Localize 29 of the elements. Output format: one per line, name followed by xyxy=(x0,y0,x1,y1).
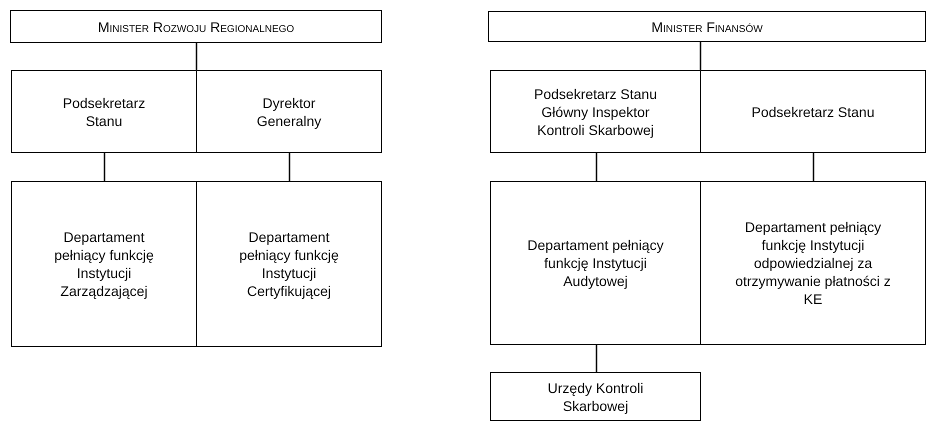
org-box xyxy=(10,10,382,43)
org-box xyxy=(11,181,197,347)
unit-name: Minister Rozwoju Regionalnego xyxy=(98,18,294,36)
unit-name: Departament pełniący funkcję Instytucji Zarządzającej xyxy=(53,228,155,300)
connector-line xyxy=(104,153,106,181)
connector-line xyxy=(596,345,598,372)
connector-line xyxy=(288,153,290,181)
unit-name: Urzędy Kontroli Skarbowej xyxy=(546,378,644,414)
org-box xyxy=(490,181,701,345)
unit-name: Podsekretarz Stanu xyxy=(62,94,146,130)
org-box xyxy=(700,181,926,345)
org-box xyxy=(488,11,926,42)
connector-line xyxy=(700,42,702,70)
connector-line xyxy=(596,153,598,181)
connector-line xyxy=(196,43,198,70)
org-box xyxy=(196,70,382,153)
org-box xyxy=(490,70,701,153)
unit-name: Dyrektor Generalny xyxy=(256,94,322,130)
unit-name: Departament pełniący funkcję Instytucji Certyfikującej xyxy=(238,228,340,300)
org-box xyxy=(11,70,197,153)
unit-name: Departament pełniący funkcję Instytucji odpowiedzialnej za otrzymywanie płatności z KE xyxy=(734,218,892,308)
org-box xyxy=(700,70,926,153)
connector-line xyxy=(812,153,814,181)
unit-name: Podsekretarz Stanu xyxy=(752,102,874,120)
unit-name: Podsekretarz Stanu Główny Inspektor Kontroli Skarbowej xyxy=(533,84,658,138)
unit-name: Minister Finansów xyxy=(651,18,763,36)
unit-name: Departament pełniący funkcję Instytucji Audytowej xyxy=(526,236,665,290)
org-box xyxy=(490,372,701,421)
org-box xyxy=(196,181,382,347)
